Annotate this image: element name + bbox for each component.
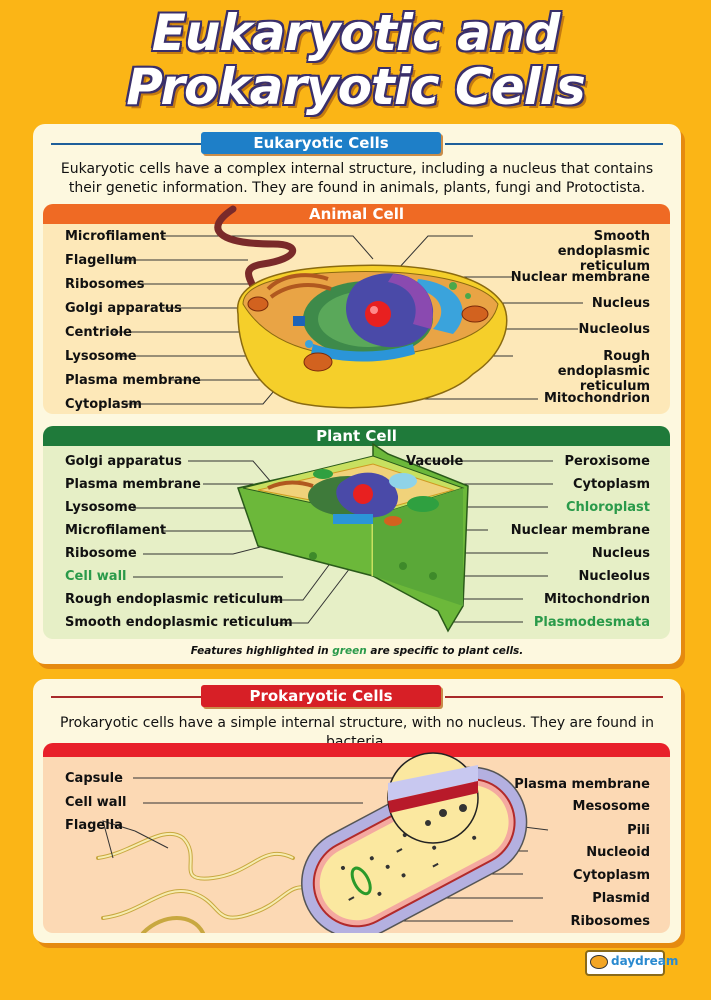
header-rule-right — [445, 696, 663, 698]
label-nuclear-membrane: Nuclear membrane — [510, 523, 650, 538]
label-smooth-er: Smooth endoplasmic reticulum — [557, 229, 650, 274]
label-mitochondrion: Mitochondrion — [543, 592, 650, 607]
plant-cell-illustration — [133, 442, 553, 633]
label-cell-wall: Cell wall — [65, 795, 127, 810]
label-rough-er: Rough endoplasmic reticulum — [65, 592, 284, 607]
animal-cell-illustration — [113, 205, 583, 409]
label-lysosome: Lysosome — [65, 500, 137, 515]
label-nucleolus: Nucleolus — [578, 569, 651, 584]
label-plasma-membrane: Plasma membrane — [514, 777, 650, 792]
eukaryotic-heading: Eukaryotic Cells — [201, 132, 441, 154]
label-pili: Pili — [627, 823, 650, 838]
plant-cell-section: Plant Cell — [43, 426, 670, 639]
label-microfilament: Microfilament — [65, 229, 167, 244]
label-vacuole: Vacuole — [406, 454, 464, 469]
label-mesosome: Mesosome — [572, 799, 650, 814]
bacterium-illustration — [96, 752, 549, 933]
logo-icon — [590, 955, 608, 969]
label-plasmodesmata: Plasmodesmata — [533, 615, 650, 630]
header-rule-left — [51, 143, 201, 145]
title-line-1: Eukaryotic and — [151, 4, 561, 62]
header-rule-left — [51, 696, 201, 698]
label-nuclear-membrane: Nuclear membrane — [510, 270, 650, 285]
label-peroxisome: Peroxisome — [564, 454, 650, 469]
label-golgi-apparatus: Golgi apparatus — [65, 454, 182, 469]
animal-cell-section: Animal Cell — [43, 204, 670, 414]
label-nucleus: Nucleus — [591, 296, 650, 311]
label-ribosome: Ribosome — [65, 546, 137, 561]
label-cytoplasm: Cytoplasm — [573, 477, 650, 492]
label-smooth-er: Smooth endoplasmic reticulum — [65, 615, 293, 630]
label-mitochondrion: Mitochondrion — [543, 391, 650, 406]
label-cell-wall: Cell wall — [65, 569, 127, 584]
label-rough-er: Rough endoplasmic reticulum — [557, 349, 650, 394]
label-plasma-membrane: Plasma membrane — [65, 477, 201, 492]
title-line-2: Prokaryotic Cells — [126, 58, 585, 116]
header-rule-right — [445, 143, 663, 145]
label-plasma-membrane: Plasma membrane — [65, 373, 201, 388]
label-nucleus: Nucleus — [591, 546, 650, 561]
poster-title: Eukaryotic and Prokaryotic Cells — [0, 6, 711, 114]
prokaryotic-heading: Prokaryotic Cells — [201, 685, 441, 707]
logo-text: daydream — [611, 954, 679, 968]
label-flagellum: Flagellum — [65, 253, 137, 268]
plant-specific-note: Features highlighted in green are specif… — [190, 645, 524, 657]
label-nucleolus: Nucleolus — [578, 322, 651, 337]
label-golgi-apparatus: Golgi apparatus — [65, 301, 182, 316]
plant-cell-heading: Plant Cell — [43, 426, 670, 446]
bacterium-bar — [43, 743, 670, 757]
label-lysosome: Lysosome — [65, 349, 137, 364]
label-ribosomes: Ribosomes — [570, 914, 650, 929]
label-capsule: Capsule — [65, 771, 123, 786]
eukaryotic-panel: Eukaryotic Cells Eukaryotic cells have a… — [33, 124, 681, 664]
label-nucleoid: Nucleoid — [586, 845, 650, 860]
label-ribosomes: Ribosomes — [65, 277, 145, 292]
label-microfilament: Microfilament — [65, 523, 167, 538]
label-centriole: Centriole — [65, 325, 132, 340]
prokaryotic-panel: Prokaryotic Cells Prokaryotic cells have… — [33, 679, 681, 943]
daydream-logo: daydream — [585, 950, 678, 976]
animal-cell-heading: Animal Cell — [43, 204, 670, 224]
label-plasmid: Plasmid — [592, 891, 650, 906]
label-cytoplasm: Cytoplasm — [573, 868, 650, 883]
label-flagella: Flagella — [65, 818, 123, 833]
eukaryotic-intro: Eukaryotic cells have a complex internal… — [60, 161, 654, 196]
bacterium-section: Capsule Cell wall Flagella Plasma membra… — [43, 743, 670, 933]
label-cytoplasm: Cytoplasm — [65, 397, 142, 412]
label-chloroplast: Chloroplast — [565, 500, 650, 515]
